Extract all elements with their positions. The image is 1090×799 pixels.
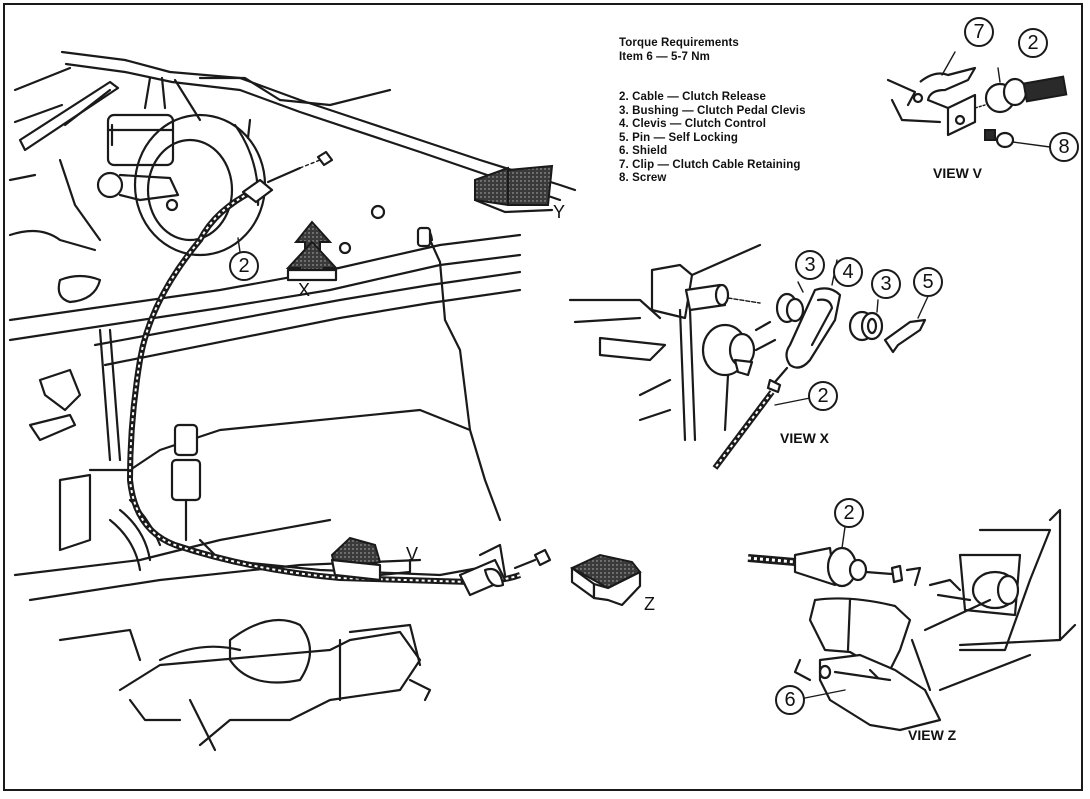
callout-view-x-5: 5	[913, 267, 943, 297]
view-arrow-v	[330, 536, 412, 582]
arrow-label-y: Y	[553, 202, 565, 222]
steering-shaft	[108, 423, 202, 572]
svg-text:2: 2	[817, 385, 828, 407]
view-arrow-x	[285, 220, 339, 282]
svg-text:6: 6	[784, 689, 795, 711]
svg-text:3: 3	[880, 273, 891, 295]
view-x-label: VIEW X	[780, 430, 830, 446]
legend-item: 3. Bushing — Clutch Pedal Clevis	[619, 104, 806, 117]
callout-view-v-2: 2	[1018, 28, 1048, 58]
legend-item: 2. Cable — Clutch Release	[619, 91, 766, 103]
callout-view-v-7: 7	[964, 17, 994, 47]
callout-view-x-3a: 3	[795, 250, 825, 280]
legend-item: 6. Shield	[619, 145, 668, 157]
parts-legend: Torque Requirements Item 6 — 5-7 Nm 2. C…	[619, 37, 806, 186]
view-v-illustration	[886, 51, 1068, 149]
arrow-label-z: Z	[644, 594, 655, 614]
svg-text:7: 7	[973, 21, 984, 43]
callout-view-x-2: 2	[808, 381, 838, 411]
callout-view-z-6: 6	[775, 685, 805, 715]
svg-text:8: 8	[1058, 136, 1069, 158]
master-cylinder	[96, 113, 180, 212]
engine-bay-illustration	[8, 50, 577, 752]
view-z-illustration	[747, 508, 1077, 732]
crossmember	[118, 618, 432, 752]
legend-item: 4. Clevis — Clutch Control	[619, 118, 767, 130]
view-v-label: VIEW V	[933, 165, 983, 181]
view-x-illustration	[568, 243, 931, 470]
callout-view-x-4: 4	[833, 257, 863, 287]
diagram-frame	[3, 3, 1083, 791]
legend-item: 8. Screw	[619, 172, 667, 184]
svg-text:2: 2	[1027, 32, 1038, 54]
view-arrow-y	[473, 164, 554, 214]
svg-text:4: 4	[842, 261, 853, 283]
view-arrow-z	[569, 553, 642, 607]
legend-item: 7. Clip — Clutch Cable Retaining	[619, 158, 801, 171]
torque-item: Item 6 — 5-7 Nm	[619, 50, 710, 63]
svg-text:2: 2	[238, 255, 249, 277]
callout-view-x-3b: 3	[871, 269, 901, 299]
svg-text:3: 3	[804, 254, 815, 276]
legend-item: 5. Pin — Self Locking	[619, 131, 739, 144]
svg-text:2: 2	[843, 502, 854, 524]
svg-text:5: 5	[922, 271, 933, 293]
view-z-label: VIEW Z	[908, 727, 957, 743]
callout-view-v-8: 8	[1049, 132, 1079, 162]
callout-view-z-2: 2	[834, 498, 864, 528]
torque-title: Torque Requirements	[619, 37, 739, 49]
arrow-label-v: V	[406, 544, 418, 564]
torque-requirements: Torque Requirements Item 6 — 5-7 Nm	[619, 37, 806, 64]
callout-main-2: 2	[229, 251, 259, 281]
arrow-label-x: X	[298, 280, 310, 300]
clutch-cable-main	[126, 150, 552, 597]
